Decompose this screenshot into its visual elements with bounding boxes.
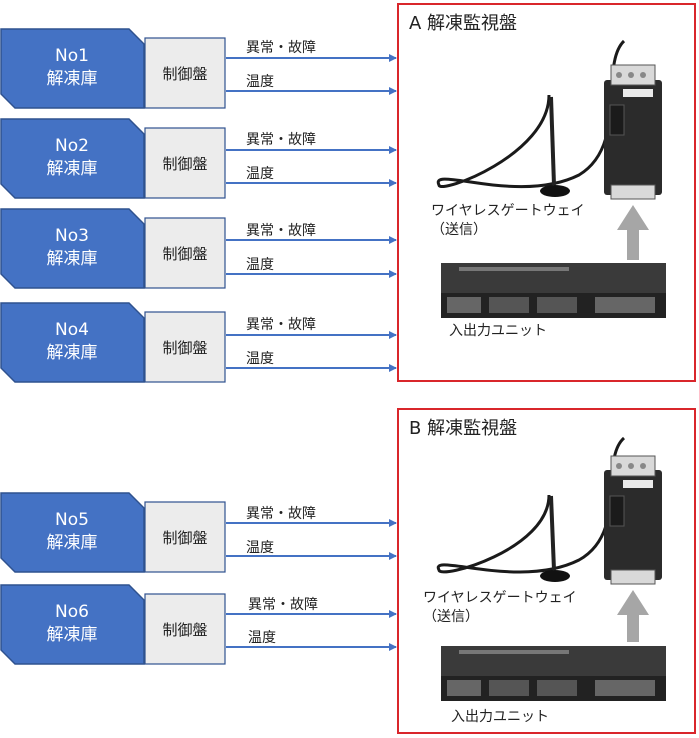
panel-devices-illustration [436,436,666,701]
antenna-cable [436,436,626,574]
thaw-chamber-label: No1 解凍庫 [0,28,144,108]
thaw-chamber-label: No3 解凍庫 [0,208,144,288]
thaw-box-shape [0,492,145,573]
unit-number: No3 [55,226,89,246]
control-panel-shape [144,127,226,199]
panel-devices-illustration [436,39,666,318]
thaw-box-shape [0,118,145,199]
thaw-box-shape [0,302,145,383]
uplink-arrow-icon [617,590,649,642]
io-unit-label: 入出力ユニット [449,323,547,339]
thaw-chamber-label: No6 解凍庫 [0,584,144,664]
control-panel-label: 制御盤 [162,528,208,547]
unit-no1: No1 解凍庫 制御盤 [0,28,226,109]
gateway-label: ワイヤレスゲートウェイ [423,590,577,606]
thaw-box-shape [0,28,145,109]
unit-no6: No6 解凍庫 制御盤 [0,584,226,665]
unit-name: 解凍庫 [46,625,98,645]
unit-shapes [0,118,226,199]
signal-alarm-label: 異常・故障 [248,597,318,613]
unit-no2: No2 解凍庫 制御盤 [0,118,226,199]
signal-temp-label: 温度 [246,74,274,90]
gateway-caption: ワイヤレスゲートウェイ （送信） [423,589,577,627]
antenna-rod [549,96,556,186]
gateway-caption: ワイヤレスゲートウェイ （送信） [431,202,585,240]
control-panel-shape [144,311,226,383]
thaw-chamber-label: No5 解凍庫 [0,492,144,572]
gateway-sublabel: （送信） [423,609,479,625]
signal-temp-label: 温度 [248,630,276,646]
antenna-base-icon [540,185,570,197]
wireless-gateway-icon [604,64,662,200]
unit-shapes [0,28,226,109]
unit-name: 解凍庫 [46,159,98,179]
monitor-panel-b: B 解凍監視盤 ワイヤレスゲートウェイ （送信） 入出力ユニット [397,408,696,734]
unit-number: No4 [55,320,89,340]
signal-alarm-label: 異常・故障 [246,40,316,56]
unit-number: No6 [55,602,89,622]
io-unit-label: 入出力ユニット [451,709,549,725]
unit-shapes [0,208,226,289]
antenna-base-icon [540,570,570,582]
control-panel-label: 制御盤 [162,64,208,83]
thaw-chamber-label: No4 解凍庫 [0,302,144,382]
gateway-sublabel: （送信） [431,222,487,238]
thaw-chamber-label: No2 解凍庫 [0,118,144,198]
unit-no5: No5 解凍庫 制御盤 [0,492,226,573]
unit-name: 解凍庫 [46,69,98,89]
unit-name: 解凍庫 [46,249,98,269]
control-panel-label: 制御盤 [162,338,208,357]
io-unit-icon [441,646,666,701]
unit-number: No1 [55,46,89,66]
signal-alarm-label: 異常・故障 [246,317,316,333]
control-panel-label: 制御盤 [162,620,208,639]
uplink-arrow-icon [617,205,649,260]
unit-number: No5 [55,510,89,530]
unit-no4: No4 解凍庫 制御盤 [0,302,226,383]
io-unit-icon [441,263,666,318]
signal-temp-label: 温度 [246,257,274,273]
control-panel-shape [144,37,226,109]
unit-name: 解凍庫 [46,343,98,363]
signal-alarm-label: 異常・故障 [246,132,316,148]
unit-shapes [0,302,226,383]
control-panel-label: 制御盤 [162,244,208,263]
control-panel-shape [144,593,226,665]
unit-name: 解凍庫 [46,533,98,553]
unit-no3: No3 解凍庫 制御盤 [0,208,226,289]
thaw-box-shape [0,208,145,289]
control-panel-label: 制御盤 [162,154,208,173]
signal-temp-label: 温度 [246,540,274,556]
signal-temp-label: 温度 [246,166,274,182]
antenna-cable [436,39,626,189]
thaw-box-shape [0,584,145,665]
panel-title: B 解凍監視盤 [409,418,518,439]
panel-title: A 解凍監視盤 [409,13,518,34]
gateway-label: ワイヤレスゲートウェイ [431,203,585,219]
control-panel-shape [144,501,226,573]
signal-temp-label: 温度 [246,351,274,367]
signal-alarm-label: 異常・故障 [246,223,316,239]
unit-shapes [0,492,226,573]
antenna-rod [549,495,556,571]
wireless-gateway-icon [604,455,662,585]
control-panel-shape [144,217,226,289]
signal-alarm-label: 異常・故障 [246,506,316,522]
unit-number: No2 [55,136,89,156]
monitor-panel-a: A 解凍監視盤 ワイヤレスゲートウェイ （送信） 入出 [397,3,696,382]
unit-shapes [0,584,226,665]
